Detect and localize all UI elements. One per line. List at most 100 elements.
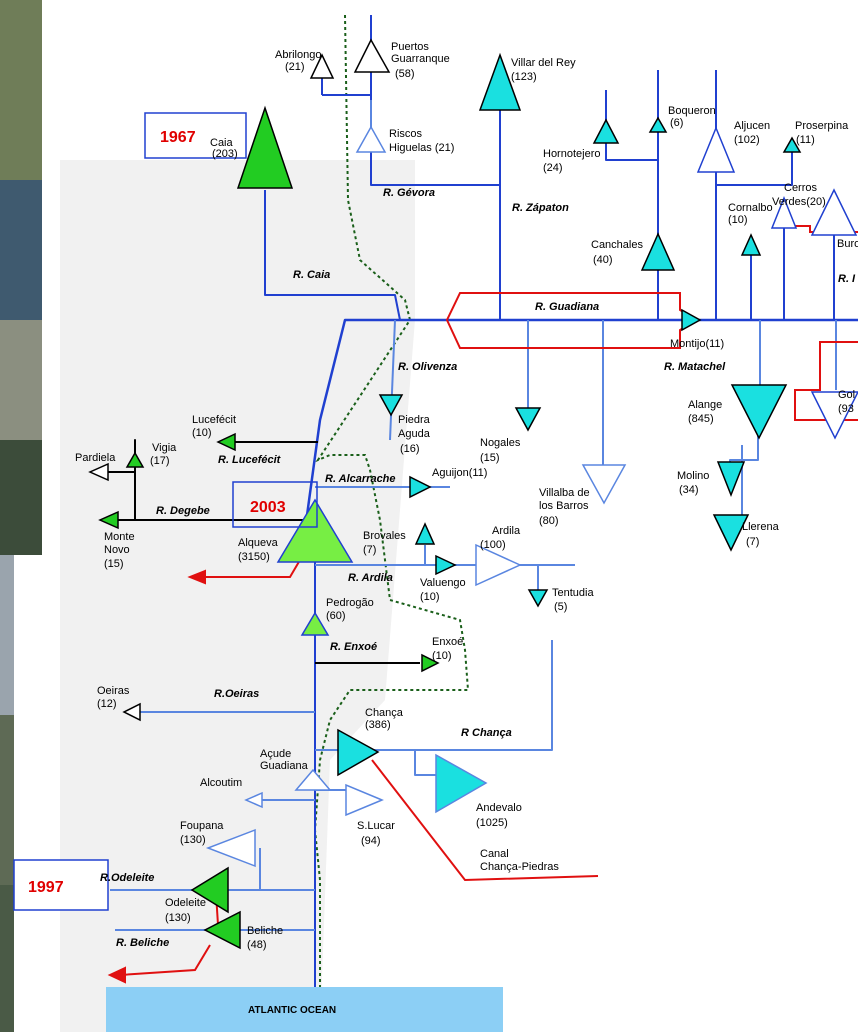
label-hornotejero: Hornotejero(24) (543, 148, 600, 174)
label-enxoe: Enxoé(10) (432, 636, 463, 662)
dam-brovales (414, 522, 436, 545)
year-1967: 1967 (160, 129, 196, 146)
dam-montijo (681, 308, 702, 332)
river-label-enxoe: R. Enxoé (330, 641, 377, 653)
label-beliche: Beliche(48) (247, 925, 283, 951)
dam-alqueva (276, 498, 354, 563)
label-valuengo: Valuengo(10) (420, 577, 466, 603)
label-cornalbo: Cornalbo(10) (728, 202, 773, 226)
label-andevalo: Andevalo(1025) (476, 802, 522, 829)
dam-slucar (345, 783, 384, 817)
chanca-river (315, 640, 553, 751)
year-markers: 1967 2003 1997 (13, 112, 318, 911)
dam-ardila (475, 543, 522, 587)
label-odeleite: Odeleite(130) (165, 897, 206, 924)
dam-acude (294, 768, 332, 791)
label-chanca: Chança(386) (365, 707, 404, 731)
dam-abrilongo (309, 53, 335, 79)
year-box-1997 (13, 859, 109, 911)
dam-nogales (514, 407, 542, 432)
label-aguijon: Aguijon(11) (432, 467, 487, 479)
dam-tentudia (527, 589, 549, 608)
label-boqueron: Boqueron(6) (668, 105, 716, 129)
label-pardiela: Pardiela (75, 452, 116, 464)
river-label-gevora: R. Gévora (383, 187, 435, 199)
river-label-beliche: R. Beliche (116, 937, 169, 949)
dam-vigia (125, 451, 145, 468)
dam-canchales (640, 232, 676, 271)
caia-river (264, 190, 401, 321)
label-llerena: Llerena(7) (742, 521, 780, 548)
river-label-alcarrache: R. Alcarrache (325, 473, 396, 485)
ocean-label: ATLANTIC OCEAN (248, 1005, 336, 1016)
dam-piedra (378, 394, 404, 417)
label-montijo: Montijo(11) (670, 338, 724, 350)
year-box-1967 (144, 112, 247, 159)
canal-chanca-piedras (371, 759, 599, 882)
dam-puertos (353, 38, 391, 73)
dam-oeiras (122, 702, 141, 722)
label-tentudia: Tentudia(5) (552, 587, 594, 613)
label-foupana: Foupana(130) (180, 820, 224, 846)
label-ardila: Ardila(100) (480, 525, 521, 551)
dam-alcoutim (244, 791, 263, 809)
label-buro: Buro (837, 238, 858, 250)
dam-enxoe (421, 653, 440, 673)
label-alcoutim: Alcoutim (200, 777, 242, 789)
canal-network (107, 225, 858, 984)
border-line (313, 14, 470, 1032)
label-caia: Caia(203) (210, 137, 238, 160)
dams (88, 38, 858, 950)
dam-foupana (205, 828, 256, 868)
dam-proserpina (782, 136, 802, 153)
year-1997: 1997 (28, 879, 64, 896)
river-label-olivenza: R. Olivenza (398, 361, 457, 373)
label-abrilongo: Abrilongo(21) (275, 49, 321, 73)
basin-shade-lower (60, 760, 330, 1032)
dam-pardiela (88, 462, 109, 482)
dam-alange (730, 384, 788, 440)
dam-aljucen (696, 126, 736, 173)
guadiana-main (303, 318, 858, 531)
label-brovales: Brovales(7) (363, 530, 406, 556)
label-pedrogao: Pedrogão(60) (326, 597, 374, 622)
ocean-box (106, 987, 503, 1032)
river-label-lucefecit: R. Lucefécit (218, 454, 282, 466)
label-proserpina: Proserpina(11) (795, 120, 849, 146)
label-slucar: S.Lucar(94) (357, 820, 395, 847)
river-label-odeleite: R.Odeleite (100, 872, 154, 884)
dam-cerros (770, 195, 798, 229)
dam-llerena (712, 514, 750, 552)
dam-pedrogao (300, 611, 330, 636)
label-alqueva: Alqueva(3150) (238, 537, 279, 563)
year-box-2003 (232, 481, 318, 528)
river-label-edge: R. I (838, 273, 856, 285)
label-molino: Molino(34) (677, 470, 709, 496)
label-golo: Gol(93 (838, 389, 855, 415)
river-label-degebe: R. Degebe (156, 505, 210, 517)
dam-lucefecit (216, 432, 236, 452)
year-2003: 2003 (250, 499, 286, 516)
label-alange: Alange(845) (688, 399, 722, 425)
river-label-guadiana: R. Guadiana (535, 301, 599, 313)
olivenza-river (389, 319, 396, 441)
dam-odeleite (190, 866, 229, 914)
river-label-caia: R. Caia (293, 269, 330, 281)
dam-cornalbo (740, 233, 762, 256)
river-label-oeiras: R.Oeiras (214, 688, 259, 700)
label-nogales: Nogales(15) (480, 437, 521, 464)
dam-aguijon (409, 475, 432, 499)
dam-montenovo (98, 510, 119, 530)
label-vigia: Vigia(17) (150, 442, 177, 467)
guadiana-canal-loop (445, 292, 698, 349)
label-aljucen: Aljucen(102) (734, 120, 770, 146)
alqueva-outlet-canal (205, 559, 301, 578)
